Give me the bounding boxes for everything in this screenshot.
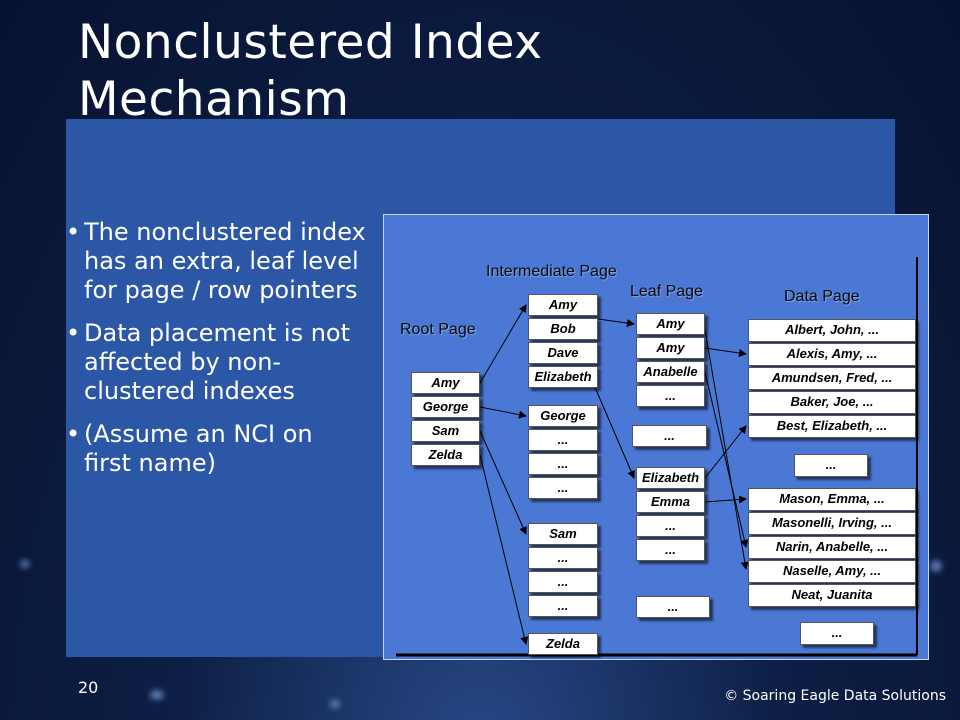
data-entry: Baker, Joe, ... bbox=[748, 391, 916, 414]
background-light bbox=[930, 560, 942, 572]
leaf-entry: ... bbox=[636, 539, 705, 561]
copyright-text: © Soaring Eagle Data Solutions bbox=[724, 688, 946, 704]
pointer-arrow bbox=[597, 318, 635, 327]
pointer-arrow bbox=[479, 430, 527, 535]
data-entry: Best, Elizabeth, ... bbox=[748, 415, 916, 438]
data-entry: ... bbox=[794, 454, 868, 477]
intermediate-entry: Bob bbox=[528, 318, 598, 340]
root-entry: Zelda bbox=[411, 444, 480, 466]
pointer-arrow bbox=[704, 495, 747, 504]
leaf-entry: Anabelle bbox=[636, 361, 705, 383]
intermediate-entry: Zelda bbox=[528, 633, 598, 655]
leaf-entry: ... bbox=[632, 425, 707, 447]
background-light bbox=[20, 560, 30, 568]
pointer-arrow bbox=[704, 425, 747, 479]
arrow-layer bbox=[396, 257, 918, 657]
intermediate-entry: ... bbox=[528, 547, 598, 569]
pointer-arrow bbox=[593, 384, 635, 479]
pointer-arrow bbox=[704, 371, 749, 548]
slide-number: 20 bbox=[78, 678, 99, 697]
bullet-item: Data placement is not affected by non-cl… bbox=[66, 319, 366, 406]
intermediate-entry: ... bbox=[528, 595, 598, 617]
root-entry: Sam bbox=[411, 420, 480, 442]
data-entry: ... bbox=[800, 622, 874, 645]
data-entry: Narin, Anabelle, ... bbox=[748, 536, 916, 559]
leaf-page-label: Leaf Page bbox=[630, 283, 703, 300]
index-diagram: Root Page Intermediate Page Leaf Page Da… bbox=[383, 214, 929, 660]
intermediate-entry: Sam bbox=[528, 523, 598, 545]
leaf-entry: Elizabeth bbox=[636, 467, 705, 489]
intermediate-entry: Dave bbox=[528, 342, 598, 364]
pointer-arrow bbox=[704, 329, 749, 570]
data-entry: Alexis, Amy, ... bbox=[748, 343, 916, 366]
intermediate-entry: Amy bbox=[528, 294, 598, 316]
bullet-list: The nonclustered index has an extra, lea… bbox=[66, 218, 366, 492]
data-entry: Mason, Emma, ... bbox=[748, 488, 916, 511]
intermediate-entry: ... bbox=[528, 477, 598, 499]
root-entry: George bbox=[411, 396, 480, 418]
intermediate-entry: George bbox=[528, 405, 598, 427]
bullet-item: The nonclustered index has an extra, lea… bbox=[66, 218, 366, 305]
intermediate-entry: ... bbox=[528, 571, 598, 593]
data-entry: Albert, John, ... bbox=[748, 319, 916, 342]
intermediate-page-label: Intermediate Page bbox=[486, 263, 617, 280]
root-entry: Amy bbox=[411, 372, 480, 394]
bullet-item: (Assume an NCI on first name) bbox=[66, 420, 366, 478]
leaf-entry: Amy bbox=[636, 313, 705, 335]
pointer-arrow bbox=[479, 406, 527, 419]
intermediate-entry: Elizabeth bbox=[528, 366, 598, 388]
background-light bbox=[330, 700, 340, 708]
data-entry: Neat, Juanita bbox=[748, 584, 916, 607]
leaf-entry: ... bbox=[636, 515, 705, 537]
leaf-entry: Emma bbox=[636, 491, 705, 513]
leaf-entry: ... bbox=[636, 596, 710, 618]
background-light bbox=[150, 690, 164, 700]
pointer-arrow bbox=[479, 304, 527, 384]
slide-title: Nonclustered Index Mechanism bbox=[78, 15, 543, 127]
leaf-entry: Amy bbox=[636, 337, 705, 359]
pointer-arrow bbox=[479, 454, 529, 645]
root-page-label: Root Page bbox=[400, 321, 476, 338]
pointer-arrow bbox=[704, 347, 747, 357]
data-entry: Amundsen, Fred, ... bbox=[748, 367, 916, 390]
data-entry: Masonelli, Irving, ... bbox=[748, 512, 916, 535]
intermediate-entry: ... bbox=[528, 453, 598, 475]
data-entry: Naselle, Amy, ... bbox=[748, 560, 916, 583]
data-page-label: Data Page bbox=[784, 288, 860, 305]
intermediate-entry: ... bbox=[528, 429, 598, 451]
leaf-entry: ... bbox=[636, 385, 705, 407]
